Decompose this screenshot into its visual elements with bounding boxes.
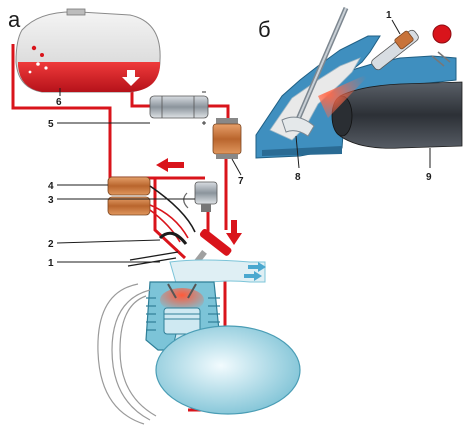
pressure-regulator [183,181,218,212]
callouts-right: 1 8 9 [295,10,432,183]
callout-valve: 8 [295,172,301,183]
left-panel: 6 5 7 4 3 2 1 [11,8,301,425]
panel-label-b: б [258,17,271,42]
arrow-air-icon [248,262,266,272]
fuel-line-pump-to-filter [208,104,230,118]
fuel-filter [212,118,242,159]
arrow-air-icon [244,271,262,281]
arrow-down-icon [226,220,242,245]
tank-filler-cap [66,8,86,16]
intake-valve [281,7,349,137]
arrow-left-icon [156,158,184,172]
callout-ecu-bottom: 3 [48,195,54,206]
piston [163,307,201,335]
fuel-tank [15,8,161,93]
callout-pump: 5 [48,119,54,130]
ecu-block-top [107,176,151,196]
fuel-pump [149,91,209,125]
fuel-spray-cone [318,72,372,118]
arrow-down-icon [122,70,140,86]
crankcase [155,325,301,415]
injector-connector [432,24,452,44]
callout-filter: 7 [238,176,244,187]
callout-injector-right: 1 [386,10,392,21]
exhaust-pipes [97,283,157,425]
panel-label-a: а [8,7,21,32]
callout-rail: 2 [48,239,54,250]
injector-wiring [149,185,196,245]
fuel-line-tank-to-pump [130,88,150,108]
callout-ecu-top: 4 [48,181,54,192]
ecu-block-bottom [107,196,151,216]
callout-intake: 9 [426,172,432,183]
fuel-injector-right [371,24,452,71]
right-panel: 1 8 9 [255,7,463,183]
callout-tank: 6 [56,97,62,108]
fuel-line-return [153,178,187,260]
callouts-left: 6 5 7 4 3 2 1 [48,88,244,269]
callout-injector: 1 [48,258,54,269]
